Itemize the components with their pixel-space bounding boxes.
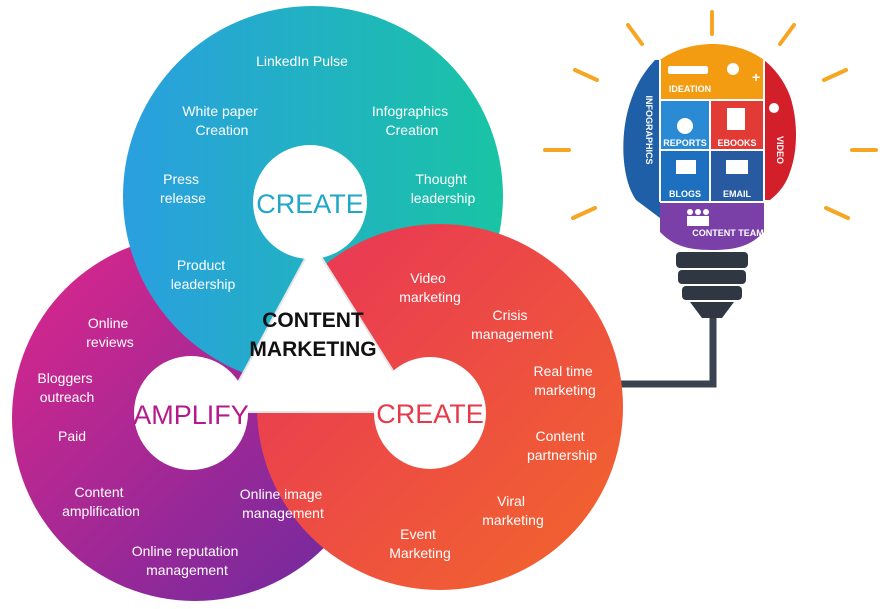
- item-linkedin: LinkedIn Pulse: [256, 53, 348, 69]
- center-line1: CONTENT: [262, 309, 364, 332]
- bulb-label-ideation: IDEATION: [669, 84, 711, 94]
- email-piece: [710, 150, 764, 202]
- right-hub-circle: [374, 357, 486, 469]
- center-line2: MARKETING: [249, 338, 376, 361]
- bulb-label-content-team: CONTENT TEAM: [692, 228, 764, 238]
- envelope-icon: [726, 160, 748, 174]
- top-hub-circle: [253, 145, 367, 259]
- bulb-cord: [600, 318, 717, 388]
- pie-chart-icon: [677, 118, 693, 134]
- ideation-piece: [660, 44, 764, 100]
- item-bloggers-outreach: Bloggers outreach: [37, 370, 96, 405]
- bulb-label-infographics: INFOGRAPHICS: [644, 95, 654, 164]
- bulb-base: [676, 252, 748, 318]
- video-piece: [764, 60, 796, 200]
- bulb-label-video: VIDEO: [775, 136, 785, 164]
- center-triangle: [220, 242, 421, 413]
- item-video-marketing: Video marketing: [399, 270, 460, 305]
- bulb-label-blogs: BLOGS: [669, 189, 701, 199]
- item-online-reputation: Online reputation management: [132, 543, 243, 578]
- content-team-piece: [660, 202, 764, 250]
- bulb-label-email: EMAIL: [723, 189, 752, 199]
- item-product-leadership: Product leadership: [171, 257, 236, 292]
- item-infographics: Infographics Creation: [372, 103, 452, 138]
- camera-icon: [769, 103, 779, 113]
- item-thought-leadership: Thought leadership: [411, 171, 476, 206]
- item-online-reviews: Online reviews: [86, 315, 133, 350]
- pencil-icon: [668, 66, 708, 74]
- item-content-amplification: Content amplification: [62, 484, 140, 519]
- item-viral-marketing: Viral marketing: [482, 493, 543, 528]
- item-crisis-management: Crisis management: [471, 307, 553, 342]
- item-white-paper: White paper Creation: [182, 103, 261, 138]
- left-hub-circle: [134, 356, 248, 470]
- plus-icon: +: [752, 69, 760, 85]
- infographics-piece: [623, 60, 660, 218]
- blogs-piece: [660, 150, 710, 202]
- team-icon: [687, 209, 709, 226]
- item-online-image-management: Online image management: [240, 486, 326, 521]
- item-content-partnership: Content partnership: [527, 428, 597, 463]
- left-hub-label: AMPLIFY: [133, 400, 249, 430]
- right-hub-label: CREATE: [376, 399, 484, 429]
- item-paid: Paid: [58, 428, 86, 444]
- item-press-release: Press release: [160, 171, 206, 206]
- bulb-body: + IDEATION REPORTS EBOOKS BLOGS EMAIL IN…: [623, 44, 796, 250]
- item-realtime-marketing: Real time marketing: [533, 363, 596, 398]
- bulb-label-ebooks: EBOOKS: [717, 138, 756, 148]
- lightbulb-icon: + IDEATION REPORTS EBOOKS BLOGS EMAIL IN…: [543, 10, 878, 318]
- item-event-marketing: Event Marketing: [389, 526, 450, 561]
- monitor-icon: [676, 160, 696, 174]
- bulb-label-reports: REPORTS: [663, 138, 707, 148]
- gear-icon: [727, 63, 739, 75]
- ebook-icon: [727, 108, 745, 130]
- bulb-rays: [543, 10, 878, 220]
- top-hub-label: CREATE: [256, 189, 364, 219]
